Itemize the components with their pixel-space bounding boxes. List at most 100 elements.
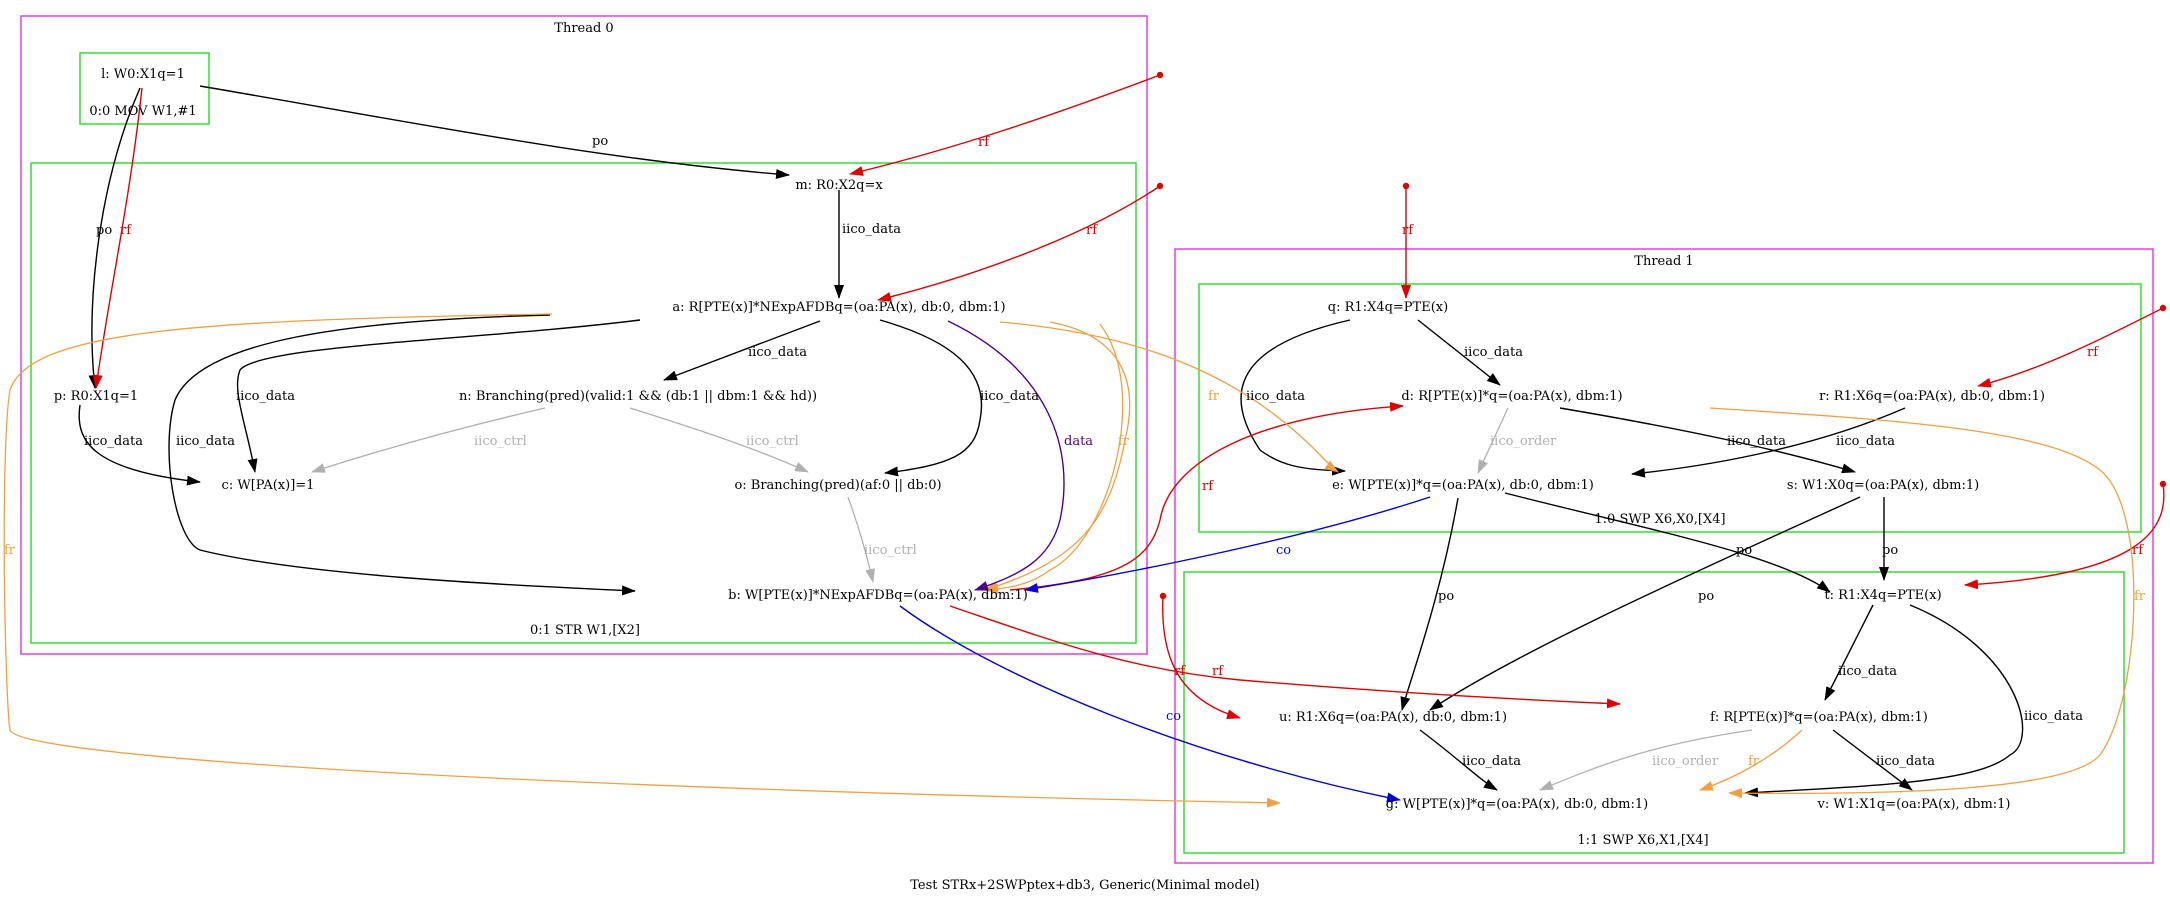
label-co: co: [1166, 709, 1181, 724]
label-po: po: [592, 134, 608, 149]
label-fr: fr: [2134, 589, 2146, 604]
node-u: u: R1:X6q=(oa:PA(x), db:0, dbm:1): [1279, 710, 1507, 725]
node-l: l: W0:X1q=1: [101, 67, 185, 82]
label-po: po: [96, 223, 112, 238]
label-iico-ctrl: iico_ctrl: [746, 434, 799, 449]
node-s: s: W1:X0q=(oa:PA(x), dbm:1): [1787, 478, 1979, 493]
label-iico-data: iico_data: [1836, 434, 1895, 449]
node-q: q: R1:X4q=PTE(x): [1328, 300, 1448, 315]
label-iico-data: iico_data: [84, 434, 143, 449]
instr-1-1-cluster: 1:1 SWP X6,X1,[X4]: [1183, 571, 2125, 854]
label-fr: fr: [1208, 389, 1220, 404]
label-rf: rf: [1212, 664, 1224, 679]
edge-q-e-iico: [1240, 319, 1351, 476]
label-rf: rf: [1202, 479, 1214, 494]
label-po: po: [1438, 589, 1454, 604]
edge-labels: po po rf rf iico_data rf rf iico_data ii…: [4, 134, 2146, 769]
label-fr: fr: [1118, 434, 1130, 449]
nodes: l: W0:X1q=1 m: R0:X2q=x a: R[PTE(x)]*NEx…: [54, 67, 2045, 812]
edge-l-p-po: [88, 87, 141, 389]
edge-e-u-po: [1400, 497, 1459, 711]
graph-caption: Test STRx+2SWPptex+db3, Generic(Minimal …: [910, 878, 1260, 893]
edge-a-b-iico: [168, 314, 636, 596]
instr-1-1-label: 1:1 SWP X6,X1,[X4]: [1577, 833, 1708, 848]
blue-edges: [899, 496, 1431, 803]
edge-a-b-fr: [984, 321, 1131, 591]
label-iico-data: iico_data: [176, 434, 235, 449]
node-p: p: R0:X1q=1: [54, 389, 138, 404]
edge-a-b-data: [947, 320, 1065, 591]
edge-init-m-rf: [849, 74, 1161, 176]
label-rf: rf: [978, 135, 990, 150]
red-edges: [92, 71, 2167, 720]
label-iico-data: iico_data: [1838, 664, 1897, 679]
edge-t-g-iico: [1744, 604, 2024, 798]
node-a: a: R[PTE(x)]*NExpAFDBq=(oa:PA(x), db:0, …: [672, 300, 1005, 315]
thread-0-cluster: Thread 0: [20, 15, 1148, 655]
edge-r-e-iico: [1631, 407, 1906, 478]
edge-t-f-iico: [1824, 604, 1874, 701]
node-e: e: W[PTE(x)]*q=(oa:PA(x), db:0, dbm:1): [1332, 478, 1594, 493]
edge-a-e-fr: [999, 321, 1339, 473]
edge-q-d-iico: [1417, 319, 1501, 386]
edge-d-s-iico: [1559, 407, 1856, 474]
instr-0-1-cluster: 0:1 STR W1,[X2]: [30, 162, 1137, 644]
node-o: o: Branching(pred)(af:0 || db:0): [734, 478, 941, 493]
edge-u-g-iico: [1419, 729, 1498, 791]
label-iico-ctrl: iico_ctrl: [474, 434, 527, 449]
instr-1-0-cluster: 1:0 SWP X6,X0,[X4]: [1198, 283, 2142, 533]
node-c: c: W[PA(x)]=1: [222, 478, 315, 493]
label-iico-data: iico_data: [842, 222, 901, 237]
edge-d-g-fr: [1709, 407, 2135, 799]
edge-b-g-co: [899, 605, 1401, 803]
thread-1-cluster: Thread 1: [1174, 248, 2154, 864]
label-data: data: [1064, 434, 1093, 449]
orange-edges: [3, 313, 2135, 808]
label-iico-data: iico_data: [748, 345, 807, 360]
node-v: v: W1:X1q=(oa:PA(x), dbm:1): [1816, 797, 2010, 812]
edge-init-u-rf: [1162, 595, 1241, 720]
node-d: d: R[PTE(x)]*q=(oa:PA(x), dbm:1): [1401, 389, 1622, 404]
edge-n-c-ctrl: [311, 407, 546, 473]
node-m: m: R0:X2q=x: [795, 178, 883, 193]
edge-f-g-fr: [1699, 729, 1803, 791]
edge-n-o-ctrl: [629, 407, 809, 473]
node-f: f: R[PTE(x)]*q=(oa:PA(x), dbm:1): [1710, 710, 1928, 725]
edge-a-b-fr-2: [984, 323, 1124, 594]
label-rf: rf: [120, 223, 132, 238]
edge-l-p-rf: [92, 87, 143, 389]
label-iico-ctrl: iico_ctrl: [864, 543, 917, 558]
edge-p-c-iico: [78, 404, 201, 486]
label-fr: fr: [4, 543, 16, 558]
edge-b-f-rf: [949, 605, 1621, 709]
edge-d-e-order: [1477, 407, 1509, 474]
edge-f-g-order: [1539, 729, 1753, 791]
black-edges: [78, 85, 2024, 798]
label-iico-data: iico_data: [1462, 754, 1521, 769]
node-r: r: R1:X6q=(oa:PA(x), db:0, dbm:1): [1819, 389, 2045, 404]
thread-1-label: Thread 1: [1634, 254, 1693, 269]
label-co: co: [1276, 543, 1291, 558]
label-rf: rf: [1174, 664, 1186, 679]
label-iico-data: iico_data: [1876, 754, 1935, 769]
edge-s-u-po: [1429, 496, 1861, 711]
label-iico-data: iico_data: [1727, 434, 1786, 449]
label-iico-data: iico_data: [1246, 389, 1305, 404]
label-iico-data: iico_data: [236, 389, 295, 404]
label-iico-data: iico_data: [2024, 709, 2083, 724]
edge-init-r-rf: [1977, 307, 2164, 388]
node-n: n: Branching(pred)(valid:1 && (db:1 || d…: [459, 389, 817, 404]
edge-l-m-po: [199, 85, 790, 179]
edge-a-c-iico: [236, 319, 641, 473]
label-po: po: [1882, 543, 1898, 558]
label-rf: rf: [2087, 345, 2099, 360]
node-b: b: W[PTE(x)]*NExpAFDBq=(oa:PA(x), dbm:1): [728, 588, 1028, 603]
label-rf: rf: [1086, 223, 1098, 238]
edge-a-n-iico: [663, 320, 821, 381]
thread-0-label: Thread 0: [554, 21, 613, 36]
edge-o-b-ctrl: [847, 496, 875, 583]
label-iico-order: iico_order: [1490, 434, 1557, 449]
instr-0-0-cluster: 0:0 MOV W1,#1: [79, 52, 210, 125]
label-rf: rf: [2132, 543, 2144, 558]
